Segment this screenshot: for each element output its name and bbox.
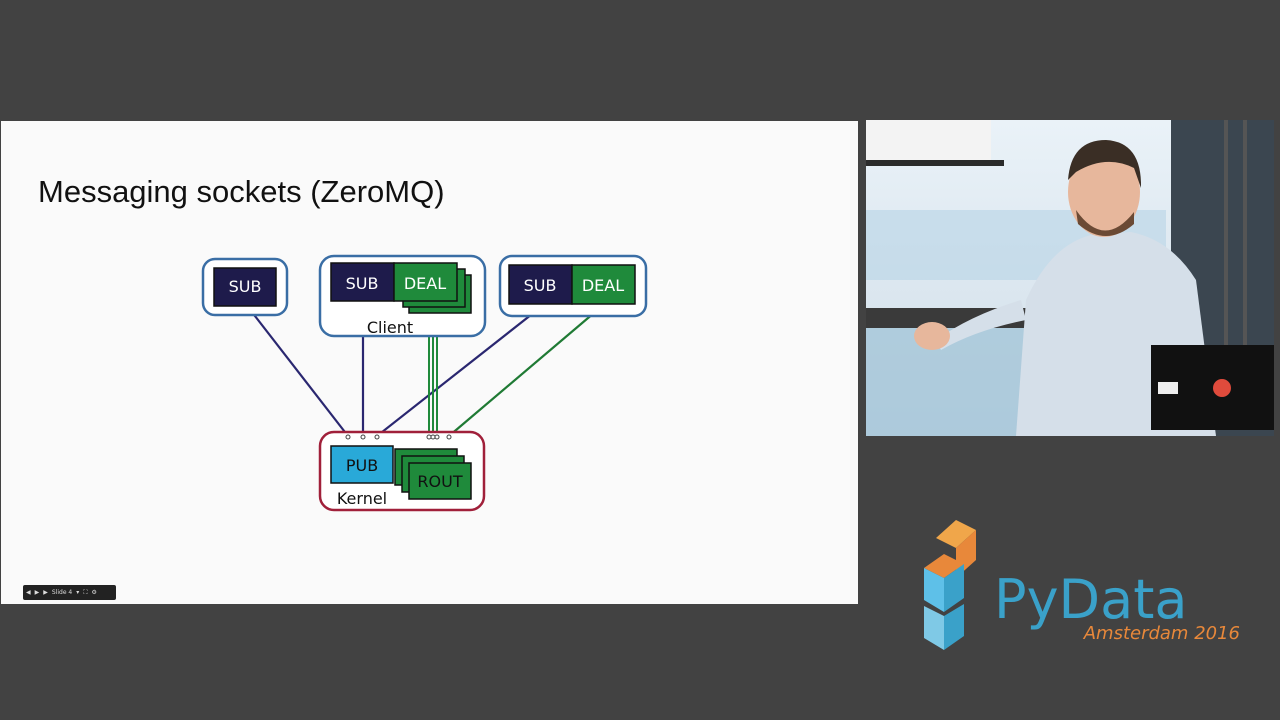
slide-controls: ◀ ▶ ▶ Slide 4 ▾ ⛶ ⚙ xyxy=(23,585,116,600)
sub-socket-2: SUB xyxy=(346,274,379,293)
client-sub-only: SUB xyxy=(201,257,289,317)
connection-lines xyxy=(247,306,602,437)
client-sub-deal: SUB DEAL xyxy=(498,254,648,318)
cube-icon xyxy=(924,520,976,650)
sub-socket-1: SUB xyxy=(229,277,262,296)
gear-icon[interactable]: ⚙ xyxy=(91,589,97,596)
prev-icon[interactable]: ◀ xyxy=(26,589,31,596)
speaker-video xyxy=(866,120,1274,436)
presentation-slide: Messaging sockets (ZeroMQ) SUB SUB DEA xyxy=(1,121,858,604)
fullscreen-icon[interactable]: ⛶ xyxy=(83,588,88,596)
pub-socket: PUB xyxy=(346,456,378,475)
kernel-box: PUB ROUT Kernel xyxy=(318,430,486,512)
logo-text: PyData xyxy=(994,568,1187,631)
pydata-logo: PyData Amsterdam 2016 xyxy=(924,520,1240,650)
slide-title: Messaging sockets (ZeroMQ) xyxy=(38,174,445,209)
next-icon[interactable]: ▶ xyxy=(43,589,48,596)
slide-selector[interactable]: Slide 4 xyxy=(51,589,73,596)
client-main: SUB DEAL Client xyxy=(318,254,487,338)
zeromq-diagram: SUB SUB DEAL Client SUB DEAL xyxy=(201,254,648,512)
play-icon[interactable]: ▶ xyxy=(34,589,40,596)
sub-socket-3: SUB xyxy=(524,276,557,295)
client-label: Client xyxy=(367,318,413,337)
logo-subtitle: Amsterdam 2016 xyxy=(1083,623,1240,644)
deal-socket-3: DEAL xyxy=(582,276,624,295)
deal-socket-2: DEAL xyxy=(404,274,446,293)
chevron-down-icon[interactable]: ▾ xyxy=(76,589,80,596)
rout-socket: ROUT xyxy=(417,472,462,491)
kernel-label: Kernel xyxy=(337,489,387,508)
